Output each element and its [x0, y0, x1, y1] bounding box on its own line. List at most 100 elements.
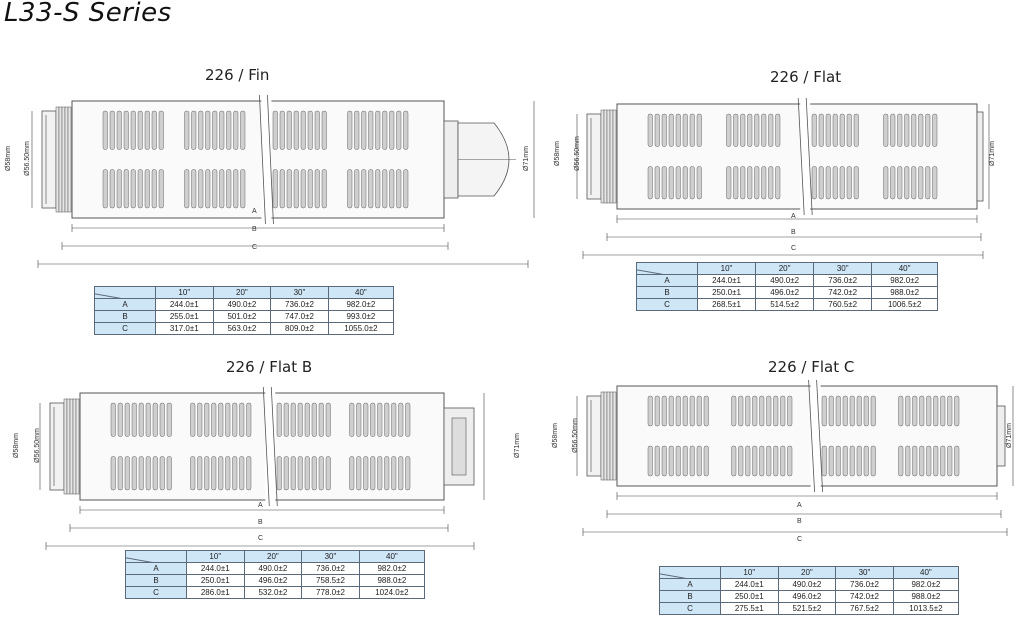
- column-header: 40": [892, 566, 960, 579]
- pleat-slot: [661, 113, 667, 147]
- pleat-slot: [283, 456, 289, 491]
- pleat-slot: [925, 113, 931, 147]
- pleat-slot: [912, 445, 918, 477]
- pleat-slot: [363, 402, 369, 437]
- pleat-slot: [703, 395, 709, 427]
- pleat-slot: [818, 113, 824, 147]
- pleat-slot: [198, 110, 204, 150]
- column-header: 10": [696, 262, 757, 275]
- pleat-slot: [905, 395, 911, 427]
- pleat-slot: [947, 395, 953, 427]
- pleat-slot: [890, 113, 896, 147]
- pleat-slot: [647, 113, 653, 147]
- pleat-slot: [825, 166, 831, 200]
- pleat-slot: [740, 113, 746, 147]
- pleat-slot: [853, 113, 859, 147]
- break-gap: [800, 102, 811, 211]
- pleat-slot: [768, 166, 774, 200]
- pleat-slot: [904, 113, 910, 147]
- pleat-slot: [232, 402, 238, 437]
- table-cell: 250.0±1: [720, 590, 779, 603]
- pleat-slot: [226, 169, 232, 209]
- pleat-slot: [368, 169, 374, 209]
- break-line: [805, 97, 813, 216]
- pleat-slot: [190, 402, 196, 437]
- pleat-slot: [733, 166, 739, 200]
- pleat-slot: [398, 402, 404, 437]
- pleat-slot: [131, 456, 137, 491]
- pleat-slot: [197, 456, 203, 491]
- pleat-slot: [382, 169, 388, 209]
- pleat-slot: [219, 110, 225, 150]
- oring-groove: [612, 109, 617, 204]
- pleat-slot: [668, 395, 674, 427]
- pleat-slot: [925, 166, 931, 200]
- pleat-slot: [745, 395, 751, 427]
- pleat-slot: [130, 169, 136, 209]
- pleat-slot: [682, 166, 688, 200]
- pleat-slot: [726, 166, 732, 200]
- pleat-slot: [766, 395, 772, 427]
- pleat-slot: [109, 110, 115, 150]
- pleat-slot: [286, 110, 292, 150]
- pleat-slot: [940, 395, 946, 427]
- end-collar: [586, 395, 602, 477]
- table-cell: 1055.0±2: [327, 322, 395, 335]
- dim-label-c: C: [252, 244, 258, 251]
- oring-groove: [609, 391, 614, 481]
- pleat-slot: [117, 402, 123, 437]
- pleat-slot: [752, 445, 758, 477]
- column-header: 30": [813, 262, 873, 275]
- pleat-slot: [145, 402, 151, 437]
- pleat-slot: [347, 169, 353, 209]
- break-line: [797, 97, 805, 216]
- pleat-slot: [839, 166, 845, 200]
- dim-label-b: B: [791, 229, 796, 236]
- pleat-slot: [940, 445, 946, 477]
- pleat-slot: [307, 110, 313, 150]
- pleat-slot: [184, 169, 190, 209]
- pleat-slot: [279, 169, 285, 209]
- pleat-slot: [300, 169, 306, 209]
- pleat-slot: [828, 395, 834, 427]
- dim-label-a: A: [791, 213, 796, 220]
- pleat-slot: [211, 456, 217, 491]
- pleat-slot: [204, 456, 210, 491]
- oring-groove: [603, 391, 608, 481]
- pleat-slot: [198, 169, 204, 209]
- pleat-slot: [897, 113, 903, 147]
- pleat-slot: [842, 395, 848, 427]
- pleat-slot: [835, 395, 841, 427]
- pleat-slot: [300, 110, 306, 150]
- pleat-slot: [370, 402, 376, 437]
- pleat-slot: [835, 445, 841, 477]
- pleat-slot: [212, 110, 218, 150]
- pleat-slot: [240, 169, 246, 209]
- oring-groove: [606, 391, 611, 481]
- pleat-slot: [109, 169, 115, 209]
- pleat-slot: [191, 110, 197, 150]
- column-header: 10": [155, 286, 214, 299]
- pleat-slot: [754, 166, 760, 200]
- pleat-slot: [747, 166, 753, 200]
- pleat-slot: [918, 113, 924, 147]
- table-cell: 760.5±2: [813, 298, 873, 311]
- pleat-slot: [919, 445, 925, 477]
- pleat-slot: [696, 445, 702, 477]
- pleat-slot: [675, 445, 681, 477]
- pleat-slot: [668, 166, 674, 200]
- dim-label-d3: Ø71mm: [1005, 423, 1013, 448]
- pleat-slot: [731, 445, 737, 477]
- column-header: 10": [720, 566, 779, 579]
- pleat-slot: [747, 113, 753, 147]
- pleat-slot: [405, 456, 411, 491]
- pleat-slot: [239, 456, 245, 491]
- pleat-slot: [898, 395, 904, 427]
- pleat-slot: [239, 402, 245, 437]
